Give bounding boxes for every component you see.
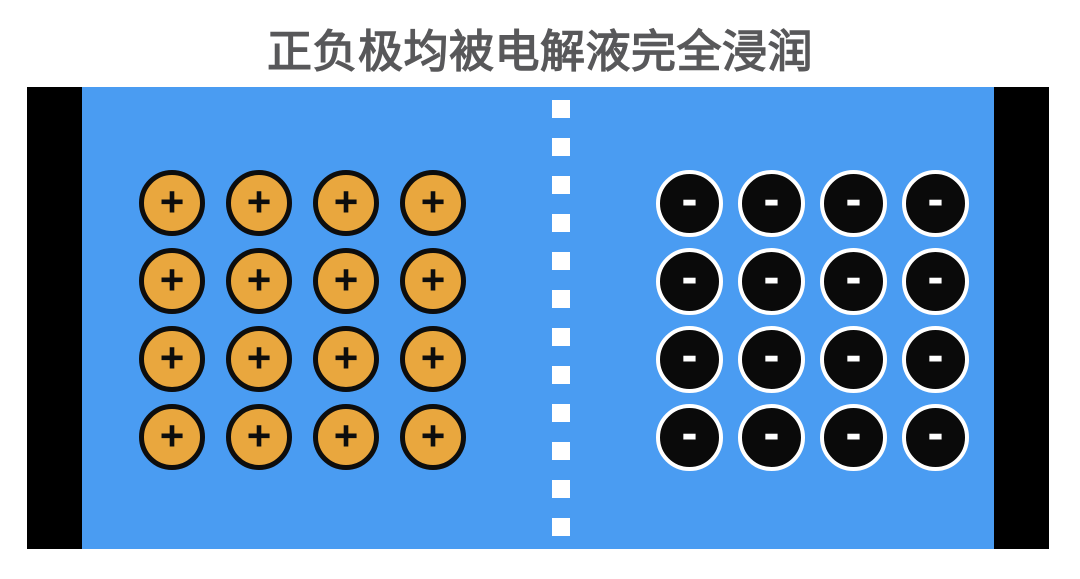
diagram-title: 正负极均被电解液完全浸润 [266, 26, 813, 77]
positive-ion: + [313, 248, 379, 314]
negative-ion: - [820, 170, 887, 237]
negative-ion-grid: - - - - - - - - - - - - - - - - [656, 170, 969, 471]
positive-ion: + [226, 326, 292, 392]
negative-ion: - [656, 248, 723, 315]
positive-ion: + [400, 404, 466, 470]
negative-ion: - [902, 248, 969, 315]
positive-ion-symbol: + [333, 412, 359, 459]
positive-ion-symbol: + [246, 178, 272, 225]
positive-ion-symbol: + [333, 178, 359, 225]
negative-ion: - [820, 248, 887, 315]
positive-ion: + [139, 170, 205, 236]
negative-ion-symbol: - [681, 172, 698, 226]
negative-ion-symbol: - [845, 250, 862, 304]
negative-ion-symbol: - [845, 406, 862, 460]
separator-dash [552, 480, 570, 498]
separator-dash [552, 518, 570, 536]
negative-ion: - [738, 326, 805, 393]
positive-ion: + [400, 248, 466, 314]
separator-dash [552, 366, 570, 384]
negative-ion-symbol: - [927, 250, 944, 304]
separator-dash [552, 442, 570, 460]
left-electrode-bar [27, 87, 82, 549]
negative-ion-symbol: - [845, 328, 862, 382]
positive-ion-symbol: + [159, 256, 185, 303]
separator-dash [552, 100, 570, 118]
negative-ion-symbol: - [927, 328, 944, 382]
negative-ion-symbol: - [927, 172, 944, 226]
negative-ion-symbol: - [681, 328, 698, 382]
negative-ion-symbol: - [763, 250, 780, 304]
separator-dashed-line [552, 100, 570, 536]
negative-ion-symbol: - [845, 172, 862, 226]
negative-ion-symbol: - [763, 406, 780, 460]
negative-ion-symbol: - [681, 250, 698, 304]
negative-ion: - [738, 248, 805, 315]
positive-ion: + [139, 404, 205, 470]
positive-ion-symbol: + [159, 412, 185, 459]
negative-ion: - [820, 404, 887, 471]
separator-dash [552, 252, 570, 270]
positive-ion-symbol: + [246, 334, 272, 381]
negative-ion: - [656, 170, 723, 237]
positive-ion-symbol: + [246, 256, 272, 303]
separator-dash [552, 138, 570, 156]
separator-dash [552, 290, 570, 308]
separator-dash [552, 214, 570, 232]
positive-ion-grid: + + + + + + + + + + + + + + + + [139, 170, 466, 470]
negative-ion: - [656, 326, 723, 393]
positive-ion: + [400, 170, 466, 236]
positive-ion: + [313, 170, 379, 236]
positive-ion: + [400, 326, 466, 392]
negative-ion: - [820, 326, 887, 393]
separator-dash [552, 328, 570, 346]
negative-ion: - [738, 404, 805, 471]
separator-dash [552, 176, 570, 194]
positive-ion-symbol: + [159, 178, 185, 225]
negative-ion: - [656, 404, 723, 471]
right-electrode-bar [994, 87, 1049, 549]
positive-ion-symbol: + [159, 334, 185, 381]
positive-ion: + [313, 404, 379, 470]
positive-ion: + [226, 404, 292, 470]
positive-ion-symbol: + [420, 178, 446, 225]
positive-ion-symbol: + [246, 412, 272, 459]
positive-ion-symbol: + [420, 412, 446, 459]
negative-ion-symbol: - [927, 406, 944, 460]
battery-cell: + + + + + + + + + + + + + + + + - - - - - - - - - - - - - - - - [27, 87, 1049, 549]
positive-ion: + [139, 326, 205, 392]
negative-ion-symbol: - [763, 172, 780, 226]
positive-ion: + [226, 170, 292, 236]
negative-ion: - [738, 170, 805, 237]
positive-ion-symbol: + [420, 334, 446, 381]
negative-ion-symbol: - [681, 406, 698, 460]
positive-ion: + [139, 248, 205, 314]
positive-ion-symbol: + [333, 334, 359, 381]
negative-ion: - [902, 326, 969, 393]
negative-ion: - [902, 404, 969, 471]
positive-ion-symbol: + [420, 256, 446, 303]
negative-ion: - [902, 170, 969, 237]
negative-ion-symbol: - [763, 328, 780, 382]
positive-ion-symbol: + [333, 256, 359, 303]
positive-ion: + [313, 326, 379, 392]
positive-ion: + [226, 248, 292, 314]
separator-dash [552, 404, 570, 422]
